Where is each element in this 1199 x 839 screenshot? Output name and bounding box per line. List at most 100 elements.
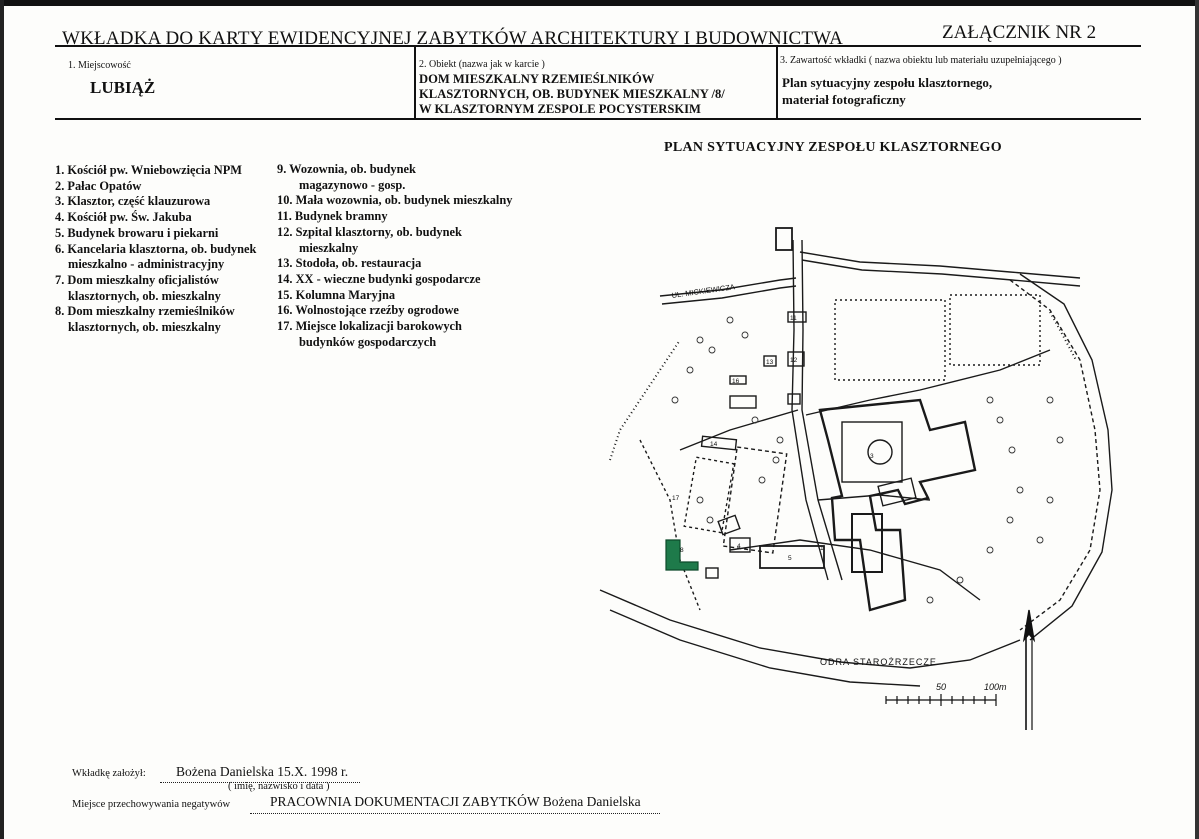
header-top-rule — [55, 45, 1141, 47]
fountain — [867, 439, 893, 465]
legend-item: 3. Klasztor, część klauzurowa — [55, 194, 211, 209]
gate-building — [775, 227, 793, 251]
legend-item: 15. Kolumna Maryjna — [277, 287, 396, 302]
legend-item: 6. Kancelaria klasztorna, ob. budynek — [55, 241, 257, 256]
palace-wing — [877, 477, 917, 507]
scan-edge-left — [0, 0, 4, 839]
courtyard — [841, 421, 903, 483]
main-avenue-west — [791, 239, 829, 581]
north-arrow — [1022, 609, 1036, 730]
inner-road — [679, 409, 799, 451]
south-road — [729, 539, 981, 601]
legend-item: 14. XX - wieczne budynki gospodarcze — [277, 271, 481, 286]
header-divider-1 — [414, 45, 416, 120]
east-boundary-outer — [1019, 273, 1113, 641]
scale-label-100: 100m — [984, 682, 1007, 692]
building-10 — [787, 393, 801, 405]
label-number: 17 — [672, 495, 680, 502]
made-by-label: Wkładkę założył: — [72, 768, 146, 779]
legend-item: 13. Stodoła, ob. restauracja — [277, 256, 422, 271]
legend-item: 10. Mała wozownia, ob. budynek mieszkaln… — [277, 193, 513, 208]
contour-northeast — [1049, 311, 1077, 361]
legend-item: 12. Szpital klasztorny, ob. budynek — [277, 224, 462, 239]
object-line-2: KLASZTORNYCH, OB. BUDYNEK MIESZKALNY /8/ — [419, 87, 725, 101]
legend-item: 5. Budynek browaru i piekarni — [55, 225, 219, 240]
river-label: ODRA STAROŻRZECZE — [820, 657, 937, 667]
label-number: 5 — [788, 555, 792, 562]
object-value: DOM MIESZKALNY RZEMIEŚLNIKÓW KLASZTORNYC… — [419, 72, 725, 117]
garden-block-1 — [834, 299, 946, 381]
legend-item: 17. Miejsce lokalizacji barokowych — [277, 319, 462, 334]
plan-number-labels: 1 3 4 5 8 11 12 13 14 16 17 — [672, 315, 874, 562]
scale-bar — [885, 694, 997, 706]
river-bank-2 — [609, 609, 921, 687]
label-number: 3 — [870, 453, 874, 460]
locality-value: LUBIĄŻ — [90, 78, 156, 97]
legend-item: mieszkalny — [299, 240, 359, 255]
legend-item: klasztornych, ob. mieszkalny — [68, 320, 221, 335]
made-by-dotted-line — [160, 782, 360, 783]
boundary-road-north — [799, 251, 1081, 279]
legend-item: 1. Kościół pw. Wniebowzięcia NPM — [55, 163, 242, 177]
building-5 — [759, 545, 825, 569]
legend-item: klasztornych, ob. mieszkalny — [68, 288, 221, 303]
made-by-hint: ( imię, nazwisko i data ) — [228, 781, 330, 792]
garden-block-2 — [949, 294, 1041, 366]
site-plan-map: UL. MICKIEWICZA ODRA STAROŻRZECZE 1 3 4 … — [599, 227, 1113, 730]
storage-value: PRACOWNIA DOKUMENTACJI ZABYTKÓW Bożena D… — [270, 794, 641, 809]
legend-item: 11. Budynek bramny — [277, 209, 388, 224]
legend-item: budynków gospodarczych — [299, 334, 437, 349]
annex-number: ZAŁĄCZNIK NR 2 — [942, 22, 1097, 43]
label-number: 12 — [790, 357, 798, 364]
locality-label: 1. Miejscowość — [68, 60, 131, 71]
form-title: WKŁADKA DO KARTY EWIDENCYJNEJ ZABYTKÓW A… — [62, 28, 844, 49]
header-bottom-rule — [55, 118, 1141, 120]
storage-label: Miejsce przechowywania negatywów — [72, 799, 231, 810]
label-number: 11 — [790, 315, 797, 322]
object-label: 2. Obiekt (nazwa jak w karcie ) — [419, 59, 545, 70]
scan-edge-right — [1195, 0, 1199, 839]
building-7 — [705, 567, 719, 579]
scale-label-50: 50 — [936, 682, 946, 692]
building-4 — [729, 537, 751, 553]
building-9 — [729, 395, 757, 409]
plan-title: PLAN SYTUACYJNY ZESPOŁU KLASZTORNEGO — [664, 140, 1002, 155]
label-number: 8 — [680, 547, 684, 554]
building-6 — [717, 514, 741, 536]
garden-block-4 — [683, 456, 735, 534]
church-nave — [851, 513, 883, 573]
legend-item: 16. Wolnostojące rzeźby ogrodowe — [277, 303, 459, 318]
legend-item: 9. Wozownia, ob. budynek — [277, 162, 416, 176]
building-16 — [729, 375, 747, 385]
label-number: 1 — [820, 545, 824, 552]
main-avenue-east — [801, 239, 843, 581]
object-line-1: DOM MIESZKALNY RZEMIEŚLNIKÓW — [419, 72, 655, 86]
legend-left: 1. Kościół pw. Wniebowzięcia NPM 2. Pała… — [55, 163, 256, 336]
building-14 — [700, 435, 738, 451]
made-by-value: Bożena Danielska 15.X. 1998 r. — [176, 764, 349, 779]
label-number: 14 — [710, 441, 718, 448]
building-11 — [787, 311, 807, 323]
river-bank — [599, 589, 1021, 669]
southwest-road — [639, 439, 701, 611]
legend-item: magazynowo - gosp. — [299, 177, 406, 192]
road-mickiewicza — [659, 277, 797, 297]
contents-value: Plan sytuacyjny zespołu klasztornego, ma… — [782, 74, 992, 108]
legend-item: mieszkalno - administracyjny — [68, 257, 225, 272]
label-number: 16 — [732, 378, 740, 385]
object-line-3: W KLASZTORNYM ZESPOLE POCYSTERSKIM — [419, 102, 701, 116]
contour-west — [609, 339, 681, 461]
contents-line-2: materiał fotograficzny — [782, 92, 906, 107]
label-number: 4 — [737, 543, 741, 550]
legend-item: 7. Dom mieszkalny oficjalistów — [55, 272, 219, 287]
scan-edge-top — [0, 0, 1199, 6]
storage-dotted-line — [250, 813, 660, 814]
inner-road-2 — [805, 349, 1051, 416]
legend-item: 2. Pałac Opatów — [55, 178, 142, 193]
boundary-road-north-2 — [801, 259, 1081, 287]
road-mickiewicza-2 — [661, 285, 797, 305]
tree-marks — [671, 316, 1064, 604]
legend-item: 4. Kościół pw. Św. Jakuba — [55, 210, 192, 225]
legend-item: 8. Dom mieszkalny rzemieślników — [55, 304, 235, 319]
